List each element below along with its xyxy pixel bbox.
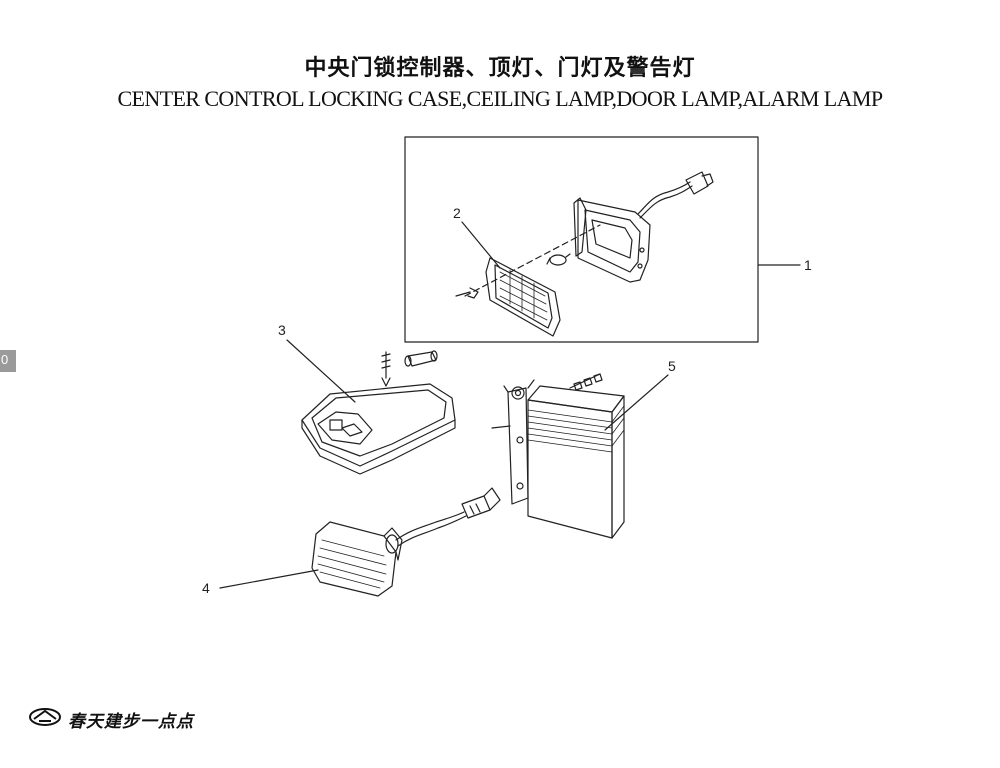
side-tab[interactable]: 0: [0, 350, 16, 372]
leader-line-5: [604, 374, 669, 431]
control-box: [491, 373, 625, 539]
door-lamp-assembly: [455, 171, 714, 337]
callout-5: 5: [668, 358, 676, 374]
ceiling-lamp: [301, 350, 456, 475]
page-title-cn: 中央门锁控制器、顶灯、门灯及警告灯: [304, 56, 696, 81]
brand-slogan: 春天建步一点点: [68, 711, 194, 732]
side-tab-label: 0: [1, 352, 9, 367]
callout-1: 1: [804, 257, 812, 273]
callout-3: 3: [278, 322, 286, 338]
brand-footer: 春天建步一点点: [28, 704, 194, 734]
brand-emblem-icon: [28, 707, 62, 731]
leader-line-4: [219, 569, 319, 589]
leader-line-2: [461, 221, 501, 269]
alarm-lamp: [311, 487, 501, 597]
leader-line-3: [286, 339, 356, 403]
detail-frame: [404, 136, 759, 343]
callout-2: 2: [453, 205, 461, 221]
callout-4: 4: [202, 580, 210, 596]
page-title-en: CENTER CONTROL LOCKING CASE,CEILING LAMP…: [117, 86, 883, 111]
